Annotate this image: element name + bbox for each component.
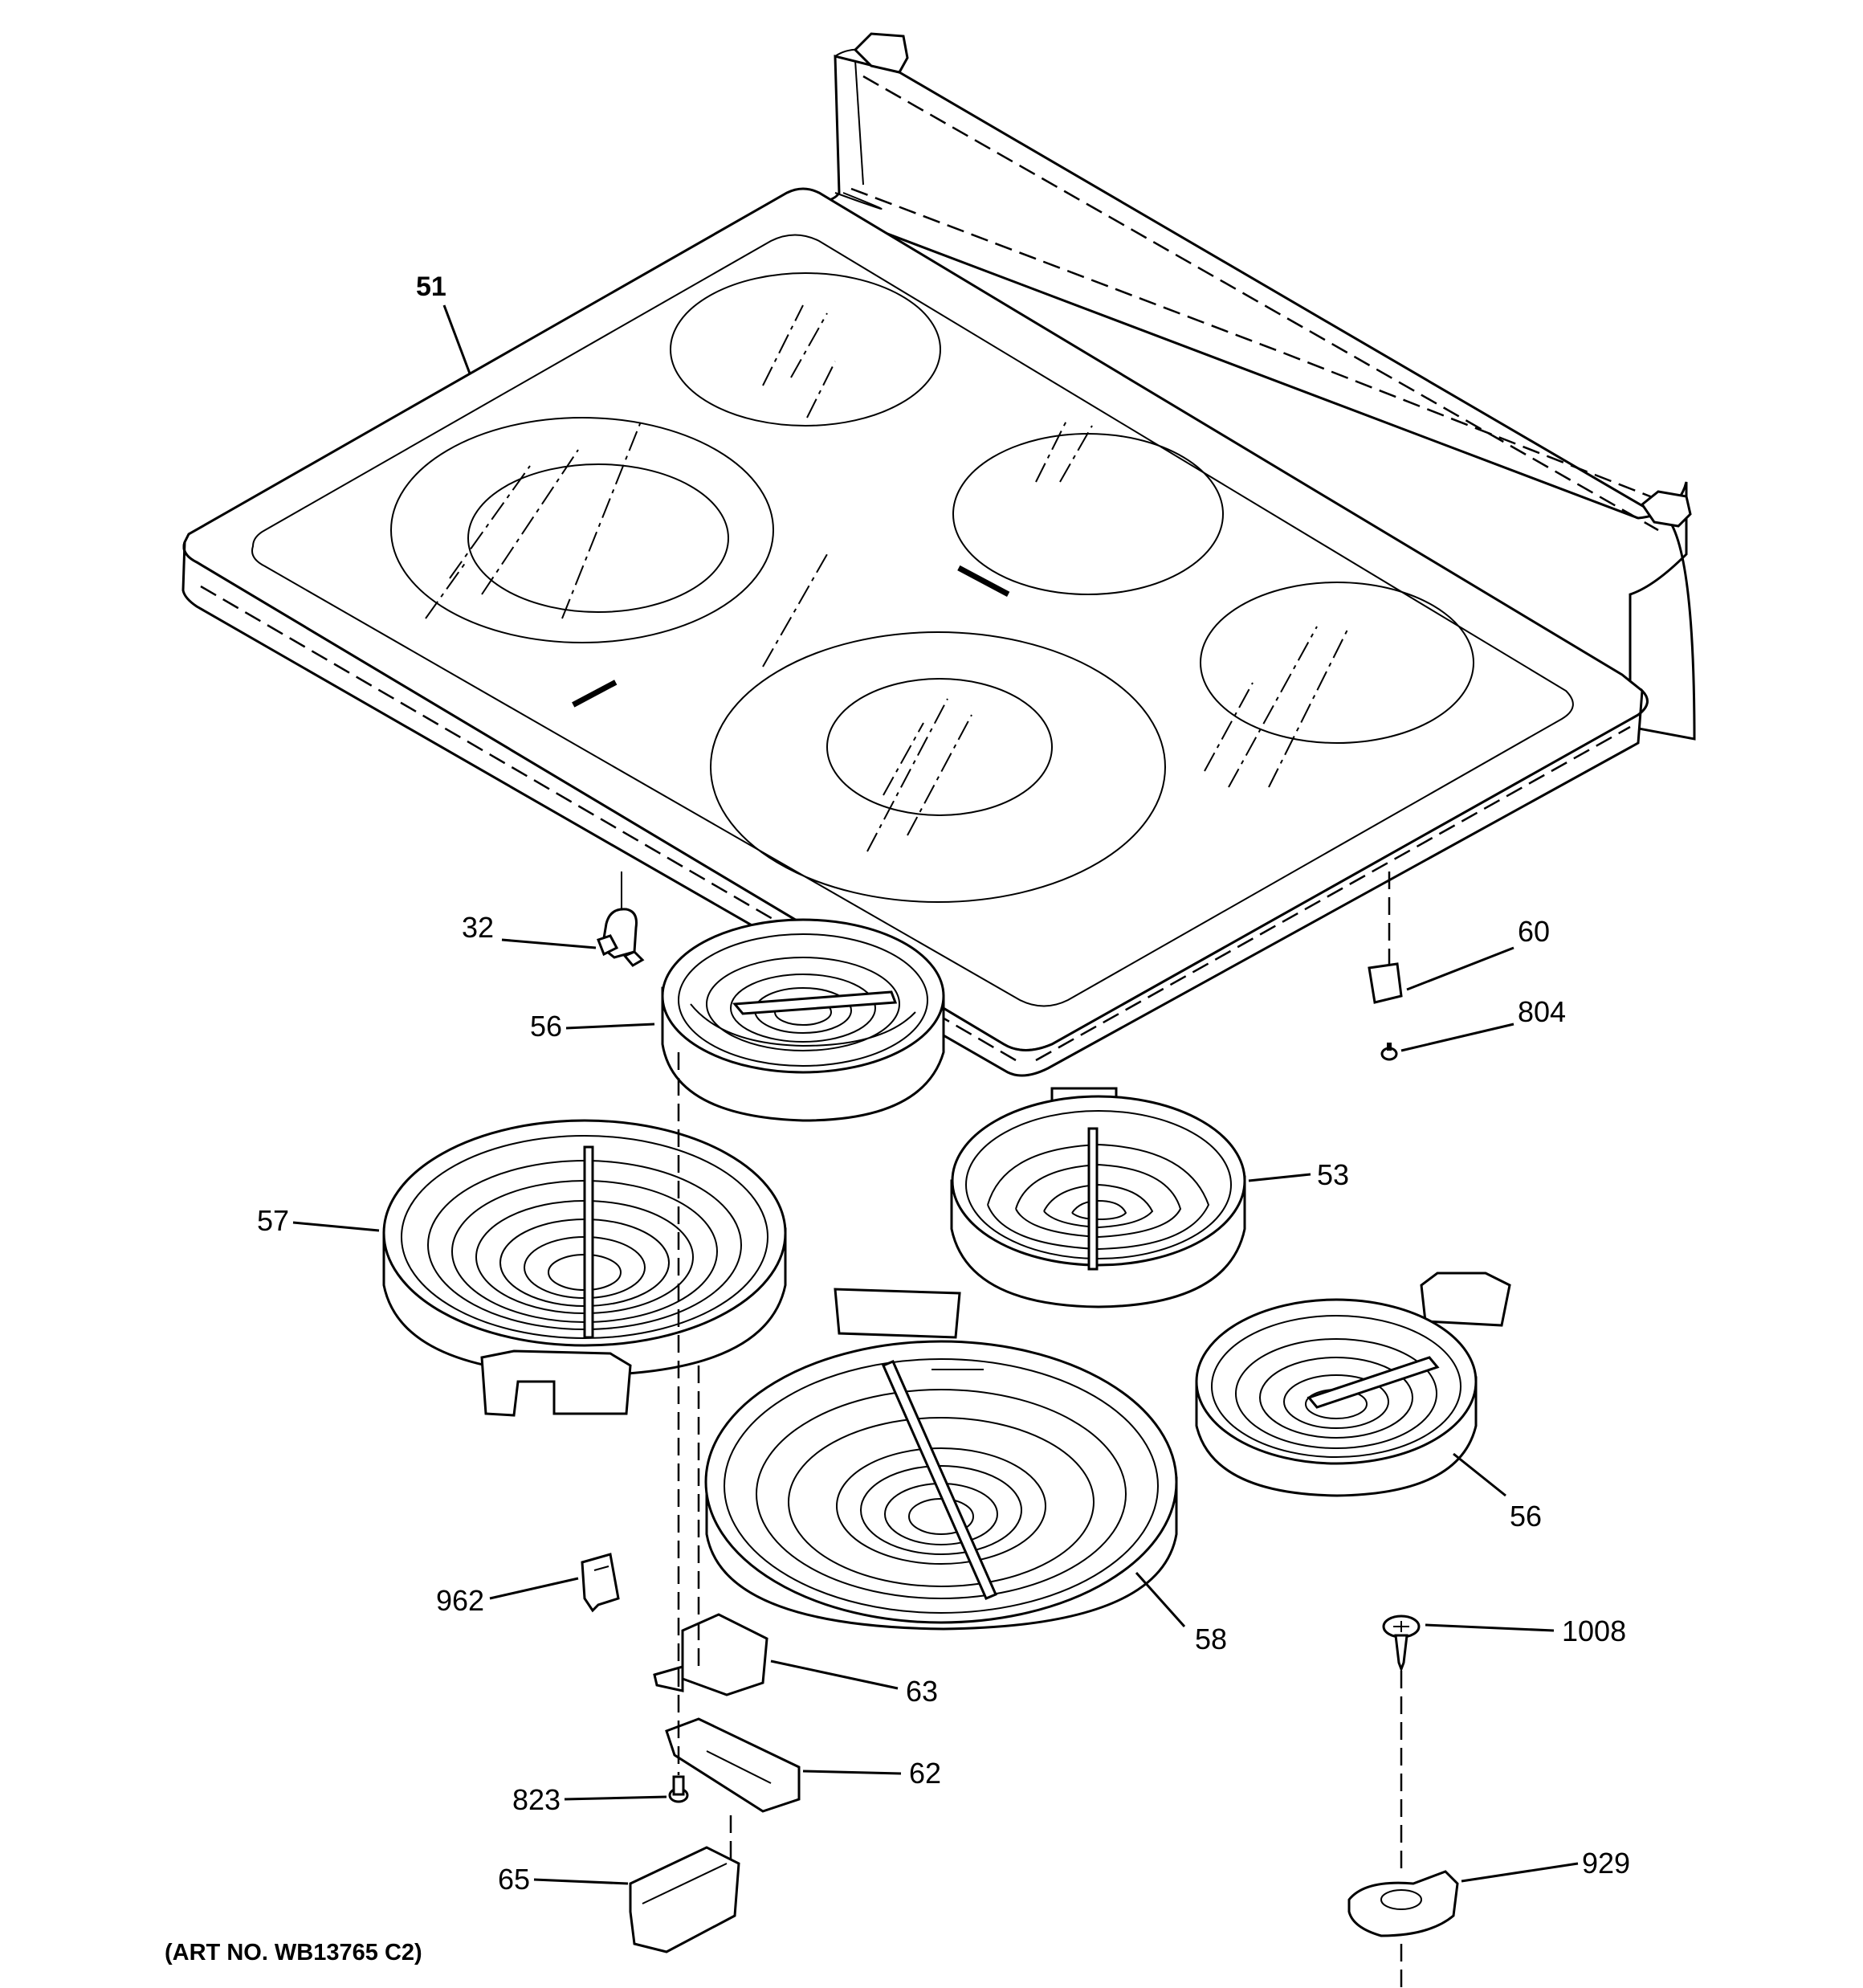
callout-63: 63 [906, 1675, 938, 1708]
callout-929: 929 [1582, 1847, 1630, 1880]
clip-part-60 [1368, 872, 1403, 1004]
glass-cooktop [181, 32, 1696, 1077]
screw-part-1008 [1382, 1614, 1421, 1673]
screw-part-804 [1380, 1043, 1398, 1061]
callout-labels: 51 32 56 60 804 57 53 56 962 58 1008 63 … [257, 271, 1630, 1896]
assembly-guide-lines [677, 1052, 1403, 1988]
callout-51: 51 [416, 271, 446, 302]
bracket-part-63 [653, 1613, 768, 1696]
callout-58: 58 [1195, 1623, 1227, 1655]
radiant-element-small-top [661, 918, 945, 1122]
callout-1008: 1008 [1562, 1614, 1626, 1647]
radiant-element-center-dual [704, 1288, 1178, 1631]
radiant-element-right-medium [950, 1087, 1246, 1308]
callout-60: 60 [1518, 915, 1550, 948]
radiant-element-left-large [382, 1119, 787, 1417]
radiant-element-small-right [1195, 1272, 1511, 1497]
callout-32: 32 [462, 911, 494, 944]
limiter-switch-part [597, 872, 645, 967]
screw-part-823 [668, 1775, 689, 1803]
leader-lines [292, 304, 1579, 1885]
callout-56-right: 56 [1510, 1500, 1542, 1533]
callout-56-top: 56 [530, 1010, 562, 1043]
callout-823: 823 [512, 1783, 561, 1816]
callout-65: 65 [498, 1863, 530, 1896]
callout-57: 57 [257, 1204, 289, 1237]
callout-962: 962 [436, 1584, 484, 1617]
glass-burner-rings [390, 272, 1474, 903]
callout-804: 804 [1518, 995, 1566, 1028]
clip-part-929 [1347, 1870, 1459, 1937]
bracket-part-62 [665, 1717, 801, 1813]
art-number: (ART NO. WB13765 C2) [165, 1940, 422, 1966]
callout-53: 53 [1317, 1158, 1349, 1191]
bracket-part-65 [629, 1846, 740, 1953]
callout-62: 62 [909, 1757, 941, 1790]
bracket-part-962 [581, 1553, 620, 1613]
glass-reflections [425, 304, 1350, 852]
